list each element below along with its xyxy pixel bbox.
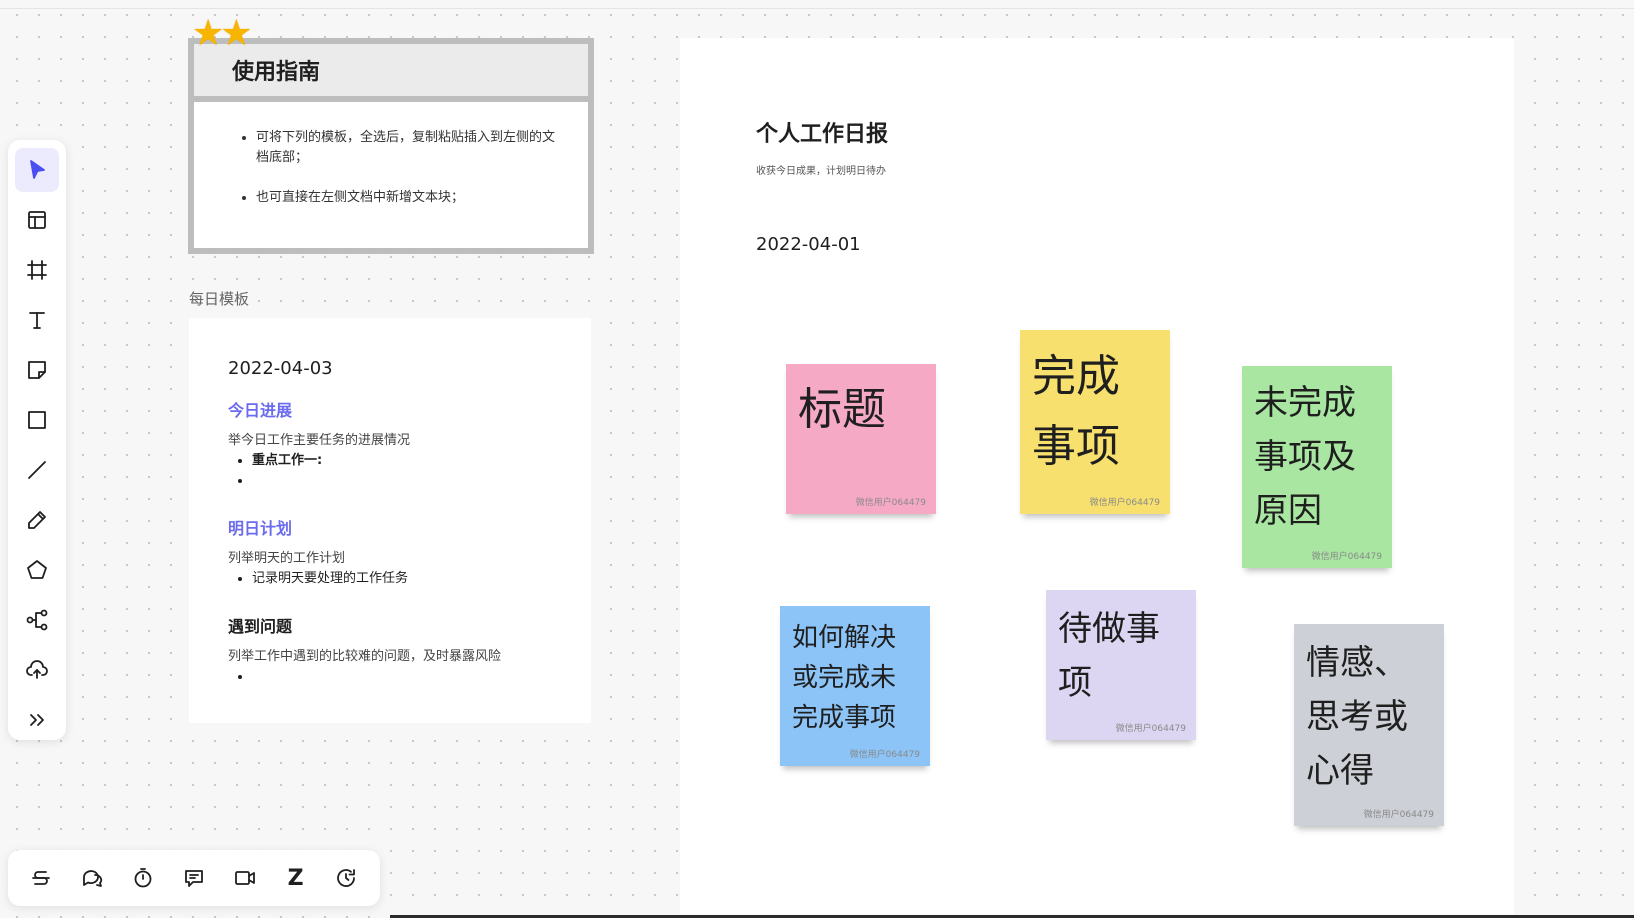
- frame-tool-button[interactable]: [15, 248, 59, 292]
- pen-icon: [28, 511, 46, 529]
- pen-tool-button[interactable]: [15, 498, 59, 542]
- chat-button[interactable]: [72, 858, 112, 898]
- progress-heading: 今日进展: [228, 401, 293, 420]
- sticky-author: 微信用户064479: [1115, 724, 1186, 734]
- daily-report-page[interactable]: 个人工作日报 收获今日成果，计划明日待办 2022-04-01 标题 微信用户0…: [680, 38, 1514, 914]
- template-label: 每日模板: [189, 290, 250, 308]
- sticky-note-undone[interactable]: 未完成事项及原因 微信用户064479: [1242, 366, 1392, 568]
- template-tool-button[interactable]: [15, 198, 59, 242]
- history-icon: [337, 869, 356, 887]
- report-title: 个人工作日报: [756, 122, 889, 147]
- guide-item: 也可直接在左侧文档中新增文本块；: [256, 188, 564, 208]
- sticky-note-solution[interactable]: 如何解决或完成未完成事项 微信用户064479: [780, 606, 930, 766]
- layout-template-icon: [28, 211, 46, 229]
- star-icon: ★: [192, 13, 225, 54]
- comment-button[interactable]: [174, 858, 214, 898]
- bottom-border: [390, 915, 1634, 918]
- sticky-text: 情感、思考或心得: [1306, 643, 1408, 791]
- text-icon: [29, 312, 45, 329]
- list-item: [252, 471, 591, 491]
- report-subtitle: 收获今日成果，计划明日待办: [756, 166, 886, 177]
- report-date: 2022-04-01: [756, 234, 861, 255]
- strikethrough-icon: [32, 871, 51, 885]
- rectangle-icon: [28, 411, 46, 429]
- issue-desc: 列举工作中遇到的比较难的问题，及时暴露风险: [228, 649, 502, 664]
- sticky-note-title[interactable]: 标题 微信用户064479: [786, 364, 936, 514]
- comment-icon: [185, 870, 203, 887]
- sticky-text: 如何解决或完成未完成事项: [792, 623, 897, 733]
- mind-map-tool-button[interactable]: [15, 598, 59, 642]
- progress-desc: 举今日工作主要任务的进展情况: [228, 433, 411, 448]
- timer-button[interactable]: [123, 858, 163, 898]
- sticky-note-tool-button[interactable]: [15, 348, 59, 392]
- issue-list: [228, 667, 591, 687]
- expand-more-icon: [30, 714, 44, 726]
- zoom-z-button[interactable]: Z: [276, 858, 316, 898]
- guide-item: 可将下列的模板，全选后，复制粘贴插入到左侧的文档底部；: [256, 128, 564, 168]
- plan-desc: 列举明天的工作计划: [228, 551, 346, 566]
- usage-guide-card[interactable]: 使用指南 可将下列的模板，全选后，复制粘贴插入到左侧的文档底部； 也可直接在左侧…: [188, 38, 594, 254]
- list-item: 重点工作一:: [252, 451, 591, 471]
- left-toolbar: [8, 140, 66, 740]
- select-tool-button[interactable]: [15, 148, 59, 192]
- sticky-note-reflection[interactable]: 情感、思考或心得 微信用户064479: [1294, 624, 1444, 826]
- sticky-author: 微信用户064479: [1363, 810, 1434, 820]
- sticky-text: 标题: [798, 384, 886, 435]
- mind-map-icon: [26, 609, 48, 631]
- sticky-author: 微信用户064479: [855, 498, 926, 508]
- sticky-text: 未完成事项及原因: [1254, 383, 1356, 531]
- daily-template-card[interactable]: 2022-04-03 今日进展 举今日工作主要任务的进展情况 重点工作一: 明日…: [189, 318, 591, 723]
- text-tool-button[interactable]: [15, 298, 59, 342]
- zoom-z-icon: Z: [287, 865, 304, 891]
- video-button[interactable]: [225, 858, 265, 898]
- select-arrow-icon: [30, 160, 45, 179]
- upload-cloud-icon: [26, 660, 48, 679]
- polygon-icon: [27, 560, 47, 579]
- star-icon: ★: [220, 13, 253, 54]
- star-decoration: ★ ★: [192, 13, 253, 54]
- sticky-note-done[interactable]: 完成事项 微信用户064479: [1020, 330, 1170, 514]
- guide-title: 使用指南: [194, 44, 588, 102]
- line-tool-button[interactable]: [15, 448, 59, 492]
- list-item: [252, 667, 591, 687]
- shape-tool-button[interactable]: [15, 398, 59, 442]
- top-border: [0, 8, 1634, 9]
- plan-list: 记录明天要处理的工作任务: [228, 569, 591, 589]
- sticky-author: 微信用户064479: [1089, 498, 1160, 508]
- video-icon: [234, 871, 255, 885]
- sticky-note-todo[interactable]: 待做事项 微信用户064479: [1046, 590, 1196, 740]
- sticky-text: 完成事项: [1032, 351, 1120, 472]
- upload-tool-button[interactable]: [15, 648, 59, 692]
- list-item: 记录明天要处理的工作任务: [252, 569, 591, 589]
- strikethrough-button[interactable]: [21, 858, 61, 898]
- more-tools-button[interactable]: [15, 698, 59, 742]
- template-date: 2022-04-03: [228, 358, 333, 379]
- chat-bubbles-icon: [83, 870, 103, 887]
- sticky-note-icon: [28, 361, 46, 379]
- sticky-author: 微信用户064479: [1311, 552, 1382, 562]
- sticky-text: 待做事项: [1058, 609, 1160, 703]
- sticky-author: 微信用户064479: [849, 750, 920, 760]
- frame-crop-icon: [27, 260, 47, 280]
- plan-heading: 明日计划: [228, 519, 293, 538]
- line-icon: [28, 461, 46, 479]
- polygon-tool-button[interactable]: [15, 548, 59, 592]
- timer-icon: [134, 868, 152, 888]
- guide-list: 可将下列的模板，全选后，复制粘贴插入到左侧的文档底部； 也可直接在左侧文档中新增…: [194, 102, 588, 208]
- issue-heading: 遇到问题: [228, 617, 293, 636]
- bottom-toolbar: Z: [8, 850, 380, 906]
- history-button[interactable]: [326, 858, 366, 898]
- progress-list: 重点工作一:: [228, 451, 591, 491]
